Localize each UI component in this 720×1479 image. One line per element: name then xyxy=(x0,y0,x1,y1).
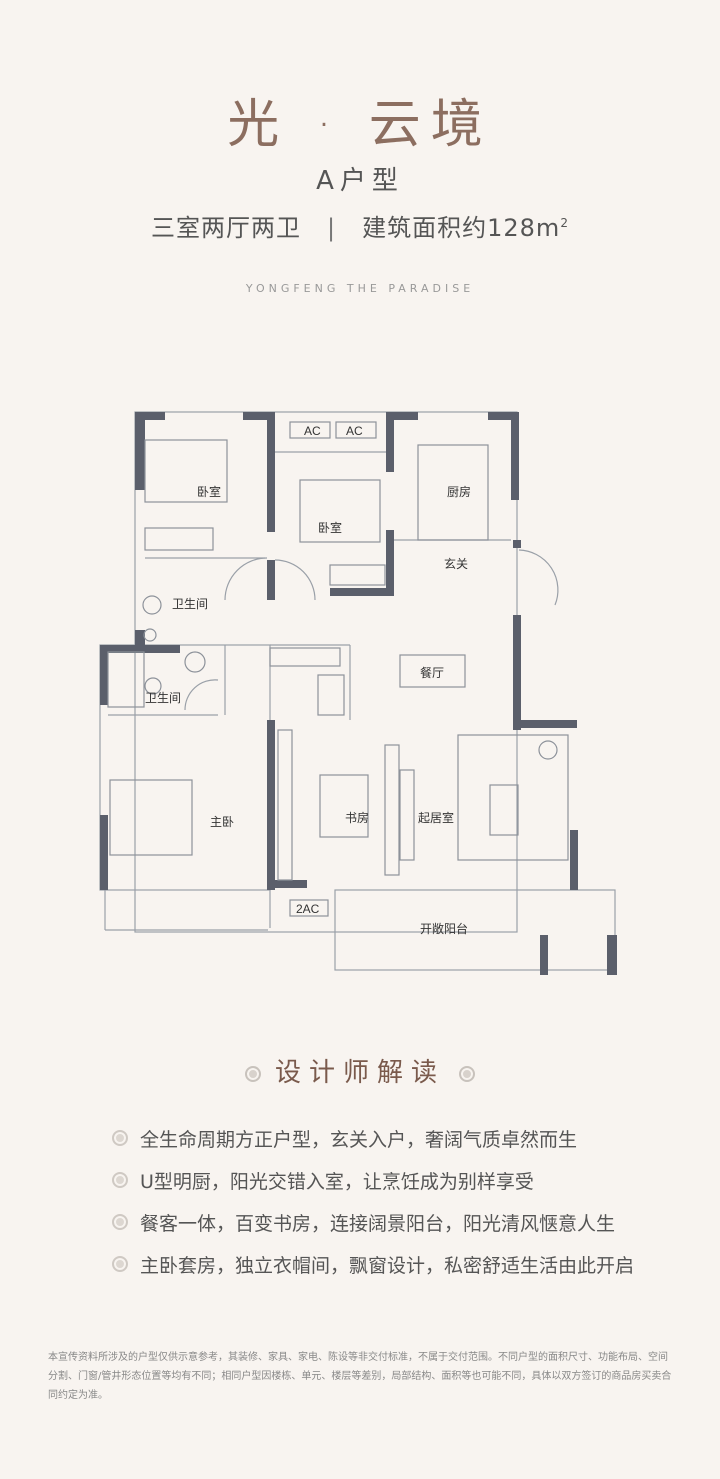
design-point: 餐客一体，百变书房，连接阔景阳台，阳光清风惬意人生 xyxy=(112,1202,634,1242)
room-dining: 餐厅 xyxy=(420,665,444,680)
ring-right-icon xyxy=(459,1065,475,1082)
room-bathroom-1: 卫生间 xyxy=(172,597,208,611)
separator: | xyxy=(327,214,337,242)
room-bathroom-2: 卫生间 xyxy=(145,691,181,705)
design-point: U型明厨，阳光交错入室，让烹饪成为别样享受 xyxy=(112,1160,634,1200)
room-bedroom-1: 卧室 xyxy=(197,484,221,499)
room-living: 起居室 xyxy=(418,810,454,825)
room-balcony: 开敞阳台 xyxy=(420,921,468,936)
ac-label: AC xyxy=(304,424,321,438)
design-point-text: U型明厨，阳光交错入室，让烹饪成为别样享受 xyxy=(140,1170,534,1193)
bullet-icon xyxy=(112,1256,128,1272)
unit-type: A户型 xyxy=(316,166,404,196)
ring-left-icon xyxy=(244,1065,261,1082)
ac-units: AC AC 2AC xyxy=(289,421,377,917)
room-master: 主卧 xyxy=(210,815,234,829)
walls xyxy=(100,412,617,975)
bullet-icon xyxy=(112,1172,128,1188)
partitions xyxy=(108,451,559,720)
design-point-text: 餐客一体，百变书房，连接阔景阳台，阳光清风惬意人生 xyxy=(140,1212,616,1235)
design-point: 全生命周期方正户型，玄关入户，奢阔气质卓然而生 xyxy=(112,1118,634,1158)
room-study: 书房 xyxy=(345,810,369,825)
project-title: 光 · 云境 xyxy=(227,95,493,155)
ac-label: 2AC xyxy=(296,902,320,916)
floor-plan: AC AC 2AC 卧室 卧室 厨房 玄关 卫生间 卫生间 餐厅 主卧 书房 起… xyxy=(99,411,617,975)
ac-label: AC xyxy=(346,424,363,438)
spec-line: 三室两厅两卫 | 建筑面积约128m2 xyxy=(0,208,720,243)
area-text: 建筑面积约128m xyxy=(362,214,561,242)
room-labels: 卧室 卧室 厨房 玄关 卫生间 卫生间 餐厅 主卧 书房 起居室 开敞阳台 xyxy=(145,484,471,936)
english-name: YONGFENG THE PARADISE xyxy=(245,282,475,295)
design-points: 全生命周期方正户型，玄关入户，奢阔气质卓然而生 U型明厨，阳光交错入室，让烹饪成… xyxy=(112,1118,634,1286)
room-kitchen: 厨房 xyxy=(447,484,471,499)
furniture xyxy=(107,439,569,881)
area-unit-sup: 2 xyxy=(560,216,569,230)
room-bedroom-2: 卧室 xyxy=(318,520,342,535)
design-title-text: 设计师解读 xyxy=(274,1058,445,1088)
design-point-text: 全生命周期方正户型，玄关入户，奢阔气质卓然而生 xyxy=(140,1128,578,1151)
bullet-icon xyxy=(112,1214,128,1230)
disclaimer: 本宣传资料所涉及的户型仅供示意参考，其装修、家具、家电、陈设等非交付标准，不属于… xyxy=(48,1352,672,1401)
design-section-title: 设计师解读 xyxy=(0,1052,720,1089)
room-entrance: 玄关 xyxy=(444,556,468,571)
design-point-text: 主卧套房，独立衣帽间，飘窗设计，私密舒适生活由此开启 xyxy=(140,1254,635,1277)
bullet-icon xyxy=(112,1130,128,1146)
design-point: 主卧套房，独立衣帽间，飘窗设计，私密舒适生活由此开启 xyxy=(112,1244,634,1284)
layout-text: 三室两厅两卫 xyxy=(151,214,302,242)
